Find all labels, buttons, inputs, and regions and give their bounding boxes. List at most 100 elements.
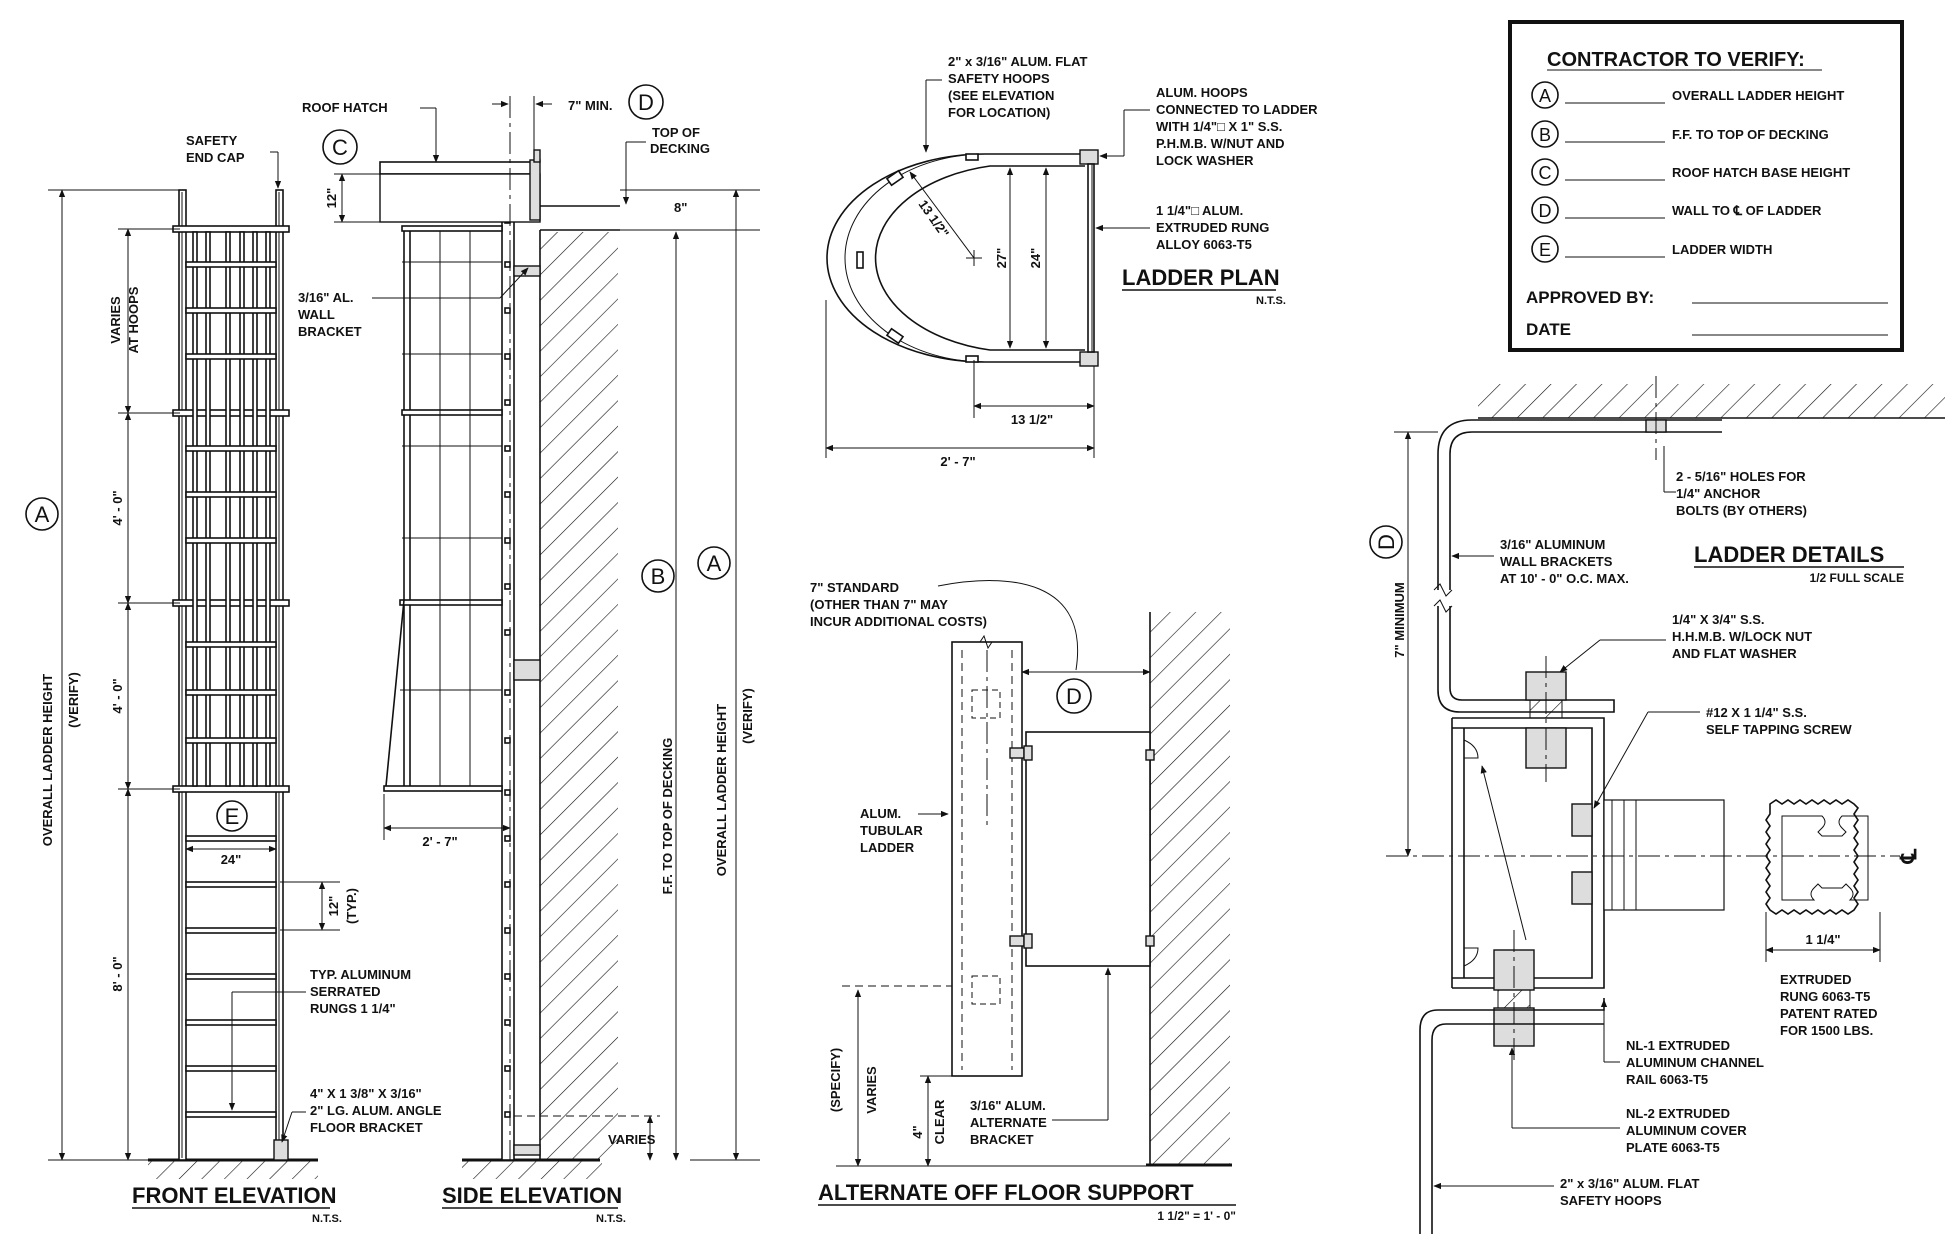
svg-text:SELF TAPPING SCREW: SELF TAPPING SCREW xyxy=(1706,722,1852,737)
svg-text:BOLTS (BY OTHERS): BOLTS (BY OTHERS) xyxy=(1676,503,1807,518)
svg-text:E: E xyxy=(1539,240,1551,260)
tag-d-alt: D xyxy=(1066,684,1082,709)
verify-box: CONTRACTOR TO VERIFY: A OVERALL LADDER H… xyxy=(1508,20,1904,352)
svg-text:PLATE 6063-T5: PLATE 6063-T5 xyxy=(1626,1140,1720,1155)
svg-text:VARIES: VARIES xyxy=(608,1132,656,1147)
svg-text:TUBULAR: TUBULAR xyxy=(860,823,923,838)
svg-text:BRACKET: BRACKET xyxy=(298,324,362,339)
svg-text:12": 12" xyxy=(326,896,341,917)
svg-text:C: C xyxy=(1539,163,1552,183)
svg-text:B: B xyxy=(1539,125,1551,145)
tag-d-detail: D xyxy=(1374,534,1399,550)
svg-text:F.F. TO TOP OF DECKING: F.F. TO TOP OF DECKING xyxy=(1672,127,1829,142)
svg-text:WALL TO ℄ OF LADDER: WALL TO ℄ OF LADDER xyxy=(1672,203,1822,218)
svg-text:ROOF HATCH BASE HEIGHT: ROOF HATCH BASE HEIGHT xyxy=(1672,165,1850,180)
svg-text:FOR LOCATION): FOR LOCATION) xyxy=(948,105,1050,120)
svg-text:FOR 1500 LBS.: FOR 1500 LBS. xyxy=(1780,1023,1873,1038)
svg-text:ALUM.: ALUM. xyxy=(860,806,901,821)
svg-text:LADDER WIDTH: LADDER WIDTH xyxy=(1672,242,1772,257)
svg-text:3/16" ALUM.: 3/16" ALUM. xyxy=(970,1098,1046,1113)
svg-text:ALUMINUM CHANNEL: ALUMINUM CHANNEL xyxy=(1626,1055,1764,1070)
svg-text:RAIL 6063-T5: RAIL 6063-T5 xyxy=(1626,1072,1708,1087)
svg-text:TYP. ALUMINUM: TYP. ALUMINUM xyxy=(310,967,411,982)
svg-text:OVERALL LADDER HEIGHT: OVERALL LADDER HEIGHT xyxy=(714,704,729,876)
svg-text:AT HOOPS: AT HOOPS xyxy=(126,286,141,353)
svg-text:RUNGS 1 1/4": RUNGS 1 1/4" xyxy=(310,1001,396,1016)
svg-text:NL-1 EXTRUDED: NL-1 EXTRUDED xyxy=(1626,1038,1730,1053)
svg-text:1/2 FULL SCALE: 1/2 FULL SCALE xyxy=(1810,571,1904,585)
svg-text:#12 X 1 1/4" S.S.: #12 X 1 1/4" S.S. xyxy=(1706,705,1807,720)
tag-a-front: A xyxy=(35,502,50,527)
svg-text:4": 4" xyxy=(910,1125,925,1138)
svg-text:24": 24" xyxy=(1028,248,1043,269)
tag-e: E xyxy=(225,804,240,829)
alt-support-title: ALTERNATE OFF FLOOR SUPPORT xyxy=(818,1180,1194,1205)
svg-text:ALUMINUM COVER: ALUMINUM COVER xyxy=(1626,1123,1747,1138)
svg-text:ROOF HATCH: ROOF HATCH xyxy=(302,100,388,115)
svg-text:12": 12" xyxy=(324,188,339,209)
svg-text:(VERIFY): (VERIFY) xyxy=(740,688,755,744)
svg-text:2' - 7": 2' - 7" xyxy=(940,454,975,469)
front-elevation-title: FRONT ELEVATION xyxy=(132,1183,337,1208)
svg-text:LOCK WASHER: LOCK WASHER xyxy=(1156,153,1254,168)
svg-text:INCUR ADDITIONAL COSTS): INCUR ADDITIONAL COSTS) xyxy=(810,614,987,629)
tag-a-side: A xyxy=(707,551,722,576)
svg-text:N.T.S.: N.T.S. xyxy=(1256,295,1286,307)
date-label: DATE xyxy=(1526,320,1571,339)
ladder-details-title: LADDER DETAILS xyxy=(1694,542,1884,567)
svg-text:2" x 3/16" ALUM. FLAT: 2" x 3/16" ALUM. FLAT xyxy=(948,54,1088,69)
svg-text:OVERALL LADDER HEIGHT: OVERALL LADDER HEIGHT xyxy=(40,674,55,846)
ladder-plan: 13 1/2" 27" 24" 13 1/2" 2' - 7" 2" x 3/1… xyxy=(825,54,1318,469)
svg-text:4' - 0": 4' - 0" xyxy=(110,678,125,713)
svg-text:13 1/2": 13 1/2" xyxy=(1011,412,1053,427)
svg-text:SAFETY: SAFETY xyxy=(186,133,238,148)
svg-text:4' - 0": 4' - 0" xyxy=(110,490,125,525)
svg-text:NL-2 EXTRUDED: NL-2 EXTRUDED xyxy=(1626,1106,1730,1121)
svg-text:SERRATED: SERRATED xyxy=(310,984,381,999)
verify-item-c: C ROOF HATCH BASE HEIGHT xyxy=(1531,158,1850,186)
svg-text:ALUM. HOOPS: ALUM. HOOPS xyxy=(1156,85,1248,100)
svg-text:2' - 7": 2' - 7" xyxy=(422,834,457,849)
approved-by-label: APPROVED BY: xyxy=(1526,288,1654,307)
svg-text:AT 10' - 0" O.C. MAX.: AT 10' - 0" O.C. MAX. xyxy=(1500,571,1629,586)
svg-text:AND FLAT WASHER: AND FLAT WASHER xyxy=(1672,646,1797,661)
svg-text:27": 27" xyxy=(994,248,1009,269)
svg-text:1 1/4": 1 1/4" xyxy=(1805,932,1840,947)
svg-text:3/16" AL.: 3/16" AL. xyxy=(298,290,354,305)
svg-text:N.T.S.: N.T.S. xyxy=(312,1213,342,1225)
alternate-support: D 7" STANDARD (OTHER THAN 7" MAY INCUR A… xyxy=(810,580,1236,1223)
svg-text:TOP OF: TOP OF xyxy=(652,125,700,140)
side-elevation: 7" MIN. D ROOF HATCH C 12" TOP OF DECKIN… xyxy=(298,84,760,1225)
verify-heading: CONTRACTOR TO VERIFY: xyxy=(1547,49,1805,71)
svg-text:WALL: WALL xyxy=(298,307,335,322)
svg-text:SAFETY HOOPS: SAFETY HOOPS xyxy=(1560,1193,1662,1208)
verify-item-e: E LADDER WIDTH xyxy=(1531,235,1772,263)
svg-text:WALL BRACKETS: WALL BRACKETS xyxy=(1500,554,1613,569)
svg-text:VARIES: VARIES xyxy=(108,296,123,344)
svg-text:7" STANDARD: 7" STANDARD xyxy=(810,580,899,595)
svg-text:FLOOR BRACKET: FLOOR BRACKET xyxy=(310,1120,423,1135)
svg-text:24": 24" xyxy=(221,852,242,867)
svg-text:2" LG. ALUM. ANGLE: 2" LG. ALUM. ANGLE xyxy=(310,1103,442,1118)
verify-item-d: D WALL TO ℄ OF LADDER xyxy=(1531,196,1822,224)
svg-text:(SEE ELEVATION: (SEE ELEVATION xyxy=(948,88,1054,103)
svg-text:END CAP: END CAP xyxy=(186,150,245,165)
svg-text:DECKING: DECKING xyxy=(650,141,710,156)
svg-text:8": 8" xyxy=(674,200,687,215)
svg-text:N.T.S.: N.T.S. xyxy=(596,1213,626,1225)
svg-text:2" x 3/16" ALUM. FLAT: 2" x 3/16" ALUM. FLAT xyxy=(1560,1176,1700,1191)
svg-text:RUNG 6063-T5: RUNG 6063-T5 xyxy=(1780,989,1870,1004)
svg-text:(OTHER THAN 7" MAY: (OTHER THAN 7" MAY xyxy=(810,597,948,612)
svg-text:CLEAR: CLEAR xyxy=(932,1099,947,1144)
svg-text:8' - 0": 8' - 0" xyxy=(110,956,125,991)
svg-text:3/16" ALUMINUM: 3/16" ALUMINUM xyxy=(1500,537,1605,552)
side-elevation-title: SIDE ELEVATION xyxy=(442,1183,622,1208)
verify-item-b: B F.F. TO TOP OF DECKING xyxy=(1531,120,1829,148)
svg-text:1/4" X 3/4" S.S.: 1/4" X 3/4" S.S. xyxy=(1672,612,1765,627)
svg-text:A: A xyxy=(1539,86,1551,106)
svg-text:WITH 1/4"□ X 1" S.S.: WITH 1/4"□ X 1" S.S. xyxy=(1156,119,1282,134)
svg-text:D: D xyxy=(1539,201,1552,221)
svg-text:(SPECIFY): (SPECIFY) xyxy=(828,1048,843,1112)
tag-c: C xyxy=(332,135,348,160)
